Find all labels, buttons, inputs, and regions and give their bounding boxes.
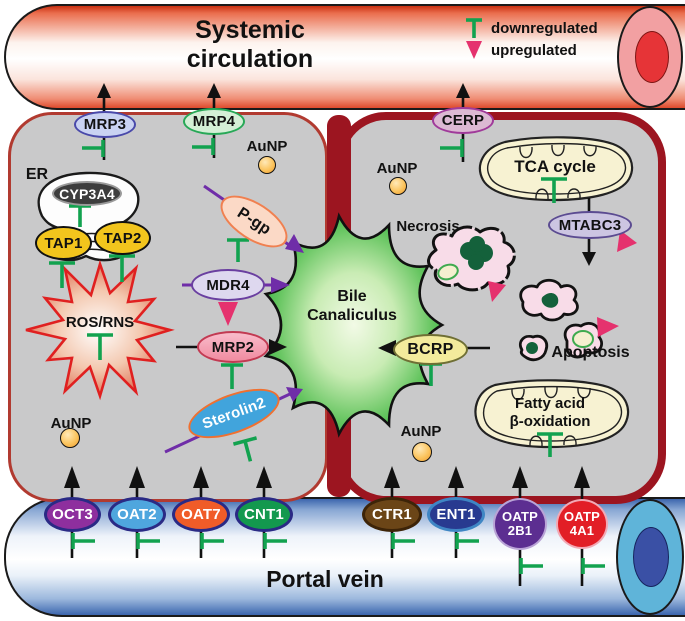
transporter-oat7: OAT7: [172, 497, 230, 532]
transporter-label: CTR1: [372, 506, 412, 523]
upregulated-icon: [466, 41, 482, 59]
bile-line1: Bile: [337, 288, 367, 305]
systemic-circulation-vessel: [4, 4, 685, 110]
aunp-label-bottom-left: AuNP: [50, 415, 92, 432]
transporter-mrp4: MRP4: [183, 108, 245, 135]
transporter-label: MTABC3: [558, 216, 622, 234]
transporter-label: MRP4: [192, 113, 236, 130]
aunp-label-top-right: AuNP: [376, 160, 418, 177]
transporter-label: OAT7: [181, 506, 221, 523]
enzyme-cyp3a4: CYP3A4: [52, 181, 122, 206]
transporter-label: ENT1: [436, 506, 476, 523]
transporter-bcrp: BCRP: [393, 334, 468, 365]
fatty-line2: β-oxidation: [509, 413, 591, 430]
transporter-cerp: CERP: [432, 107, 494, 134]
transporter-ctr1: CTR1: [362, 497, 422, 532]
transporter-label: OATP: [502, 509, 538, 524]
transporter-mtabc3: MTABC3: [548, 211, 632, 239]
transporter-label: CERP: [441, 112, 485, 129]
er-label: ER: [25, 166, 49, 183]
enzyme-label: CYP3A4: [59, 185, 115, 202]
transporter-label: TAP2: [103, 229, 142, 247]
legend-up-label: upregulated: [491, 41, 577, 59]
transporter-label: CNT1: [244, 506, 284, 523]
transporter-label: MRP3: [83, 116, 127, 133]
fatty-line1: Fatty acid: [514, 395, 586, 412]
aunp-particle-bottom-left: [60, 428, 80, 448]
transporter-oct3: OCT3: [44, 497, 101, 532]
vessel-lumen: [635, 31, 669, 83]
legend: downregulated upregulated: [463, 17, 598, 61]
transporter-ent1: ENT1: [427, 497, 485, 532]
transporter-label: 4A1: [569, 523, 595, 538]
transporter-cnt1: CNT1: [235, 497, 293, 532]
downregulated-icon: [466, 18, 482, 38]
bile-canaliculus-label: Bile Canaliculus: [300, 287, 404, 325]
transporter-oat2: OAT2: [108, 497, 166, 532]
aunp-particle-top-right: [389, 177, 407, 195]
transporter-label: OATP: [564, 509, 600, 524]
transporter-oatp4a1: OATP 4A1: [556, 499, 608, 549]
ros-rns-label: ROS/RNS: [65, 314, 135, 331]
portal-vein-lumen: [633, 527, 669, 587]
transporter-mrp3: MRP3: [74, 111, 136, 138]
aunp-particle-top-left: [258, 156, 276, 174]
transporter-label: OAT2: [117, 506, 157, 523]
aunp-label-bottom-right: AuNP: [400, 423, 442, 440]
bile-line2: Canaliculus: [307, 307, 397, 324]
transporter-label: TAP1: [44, 234, 83, 252]
transporter-label: MRP2: [211, 338, 255, 356]
apoptosis-label: Apoptosis: [551, 344, 630, 361]
portal-vein-label: Portal vein: [266, 566, 384, 592]
aunp-label-top-left: AuNP: [246, 138, 288, 155]
transporter-tap1: TAP1: [35, 226, 92, 260]
aunp-particle-bottom-right: [412, 442, 432, 462]
hepatocyte-left: [8, 112, 328, 502]
transporter-label: MDR4: [206, 276, 250, 294]
transporter-label: OCT3: [52, 506, 93, 523]
legend-down-label: downregulated: [491, 19, 598, 37]
transporter-mrp2: MRP2: [197, 331, 269, 363]
tca-cycle-label: TCA cycle: [514, 157, 596, 176]
transporter-oatp2b1: OATP 2B1: [493, 498, 547, 550]
fatty-acid-label: Fatty acid β-oxidation: [495, 395, 605, 431]
transporter-tap2: TAP2: [94, 221, 151, 255]
necrosis-label: Necrosis: [396, 218, 460, 235]
transporter-label: P-gp: [234, 204, 275, 239]
transporter-label: 2B1: [507, 523, 533, 538]
diagram-title: Systemic circulation: [186, 16, 314, 73]
transporter-mdr4: MDR4: [191, 269, 265, 301]
transporter-label: BCRP: [407, 340, 454, 358]
